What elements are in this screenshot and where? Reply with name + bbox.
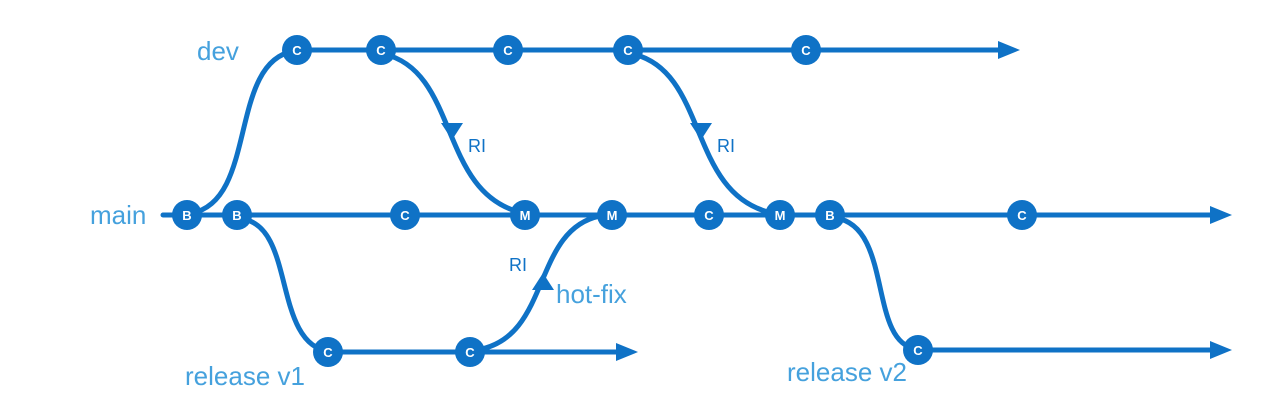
branch-label-main: main: [90, 200, 146, 230]
node-letter: C: [503, 43, 513, 58]
ri-arrowhead-down: [690, 123, 712, 140]
node-letter: C: [292, 43, 302, 58]
node-letter: C: [1017, 208, 1027, 223]
node-commit: C: [791, 35, 821, 65]
node-letter: M: [775, 208, 786, 223]
node-commit: C: [282, 35, 312, 65]
node-letter: B: [232, 208, 241, 223]
node-letter: C: [400, 208, 410, 223]
node-branch: B: [815, 200, 845, 230]
node-circle: [455, 337, 485, 367]
node-circle: [493, 35, 523, 65]
node-commit: C: [1007, 200, 1037, 230]
node-circle: [313, 337, 343, 367]
node-circle: [694, 200, 724, 230]
branch-main: main B B C M M C M B C: [90, 200, 1232, 230]
node-commit: C: [694, 200, 724, 230]
node-circle: [172, 200, 202, 230]
node-commit: C: [903, 335, 933, 365]
node-letter: C: [323, 345, 333, 360]
node-circle: [222, 200, 252, 230]
node-circle: [613, 35, 643, 65]
node-letter: B: [825, 208, 834, 223]
node-letter: C: [376, 43, 386, 58]
node-circle: [366, 35, 396, 65]
node-commit: C: [455, 337, 485, 367]
node-commit: C: [613, 35, 643, 65]
ri-label: RI: [468, 136, 486, 156]
node-commit: C: [390, 200, 420, 230]
branch-label-dev: dev: [197, 36, 239, 66]
curve-branch-main-to-release-v1: [240, 216, 333, 355]
node-circle: [510, 200, 540, 230]
node-commit: C: [313, 337, 343, 367]
curve-branch-main-to-dev: [189, 48, 297, 216]
node-letter: B: [182, 208, 191, 223]
node-circle: [903, 335, 933, 365]
curve-branch-main-to-release-v2: [833, 215, 919, 352]
branch-dev: dev C C C C C: [197, 35, 1020, 66]
ri-label: RI: [717, 136, 735, 156]
node-circle: [815, 200, 845, 230]
node-letter: C: [465, 345, 475, 360]
node-letter: C: [623, 43, 633, 58]
branch-label-release-v2: release v2: [787, 357, 907, 387]
branch-release-v2: release v2 C: [787, 335, 1232, 387]
ri-arrowhead-down: [441, 123, 463, 140]
node-merge: M: [510, 200, 540, 230]
node-letter: M: [520, 208, 531, 223]
branch-label-release-v1: release v1: [185, 361, 305, 391]
node-letter: C: [913, 343, 923, 358]
node-circle: [282, 35, 312, 65]
ri-arrowhead-up: [532, 273, 554, 290]
node-commit: C: [493, 35, 523, 65]
node-circle: [765, 200, 795, 230]
branch-release-v1: release v1 C C: [185, 337, 638, 391]
node-circle: [1007, 200, 1037, 230]
node-circle: [597, 200, 627, 230]
node-letter: C: [801, 43, 811, 58]
node-letter: M: [607, 208, 618, 223]
node-branch: B: [222, 200, 252, 230]
node-commit: C: [366, 35, 396, 65]
hot-fix-label: hot-fix: [556, 279, 627, 309]
ri-label: RI: [509, 255, 527, 275]
node-branch: B: [172, 200, 202, 230]
node-circle: [390, 200, 420, 230]
node-circle: [791, 35, 821, 65]
node-merge: M: [597, 200, 627, 230]
node-merge: M: [765, 200, 795, 230]
node-letter: C: [704, 208, 714, 223]
